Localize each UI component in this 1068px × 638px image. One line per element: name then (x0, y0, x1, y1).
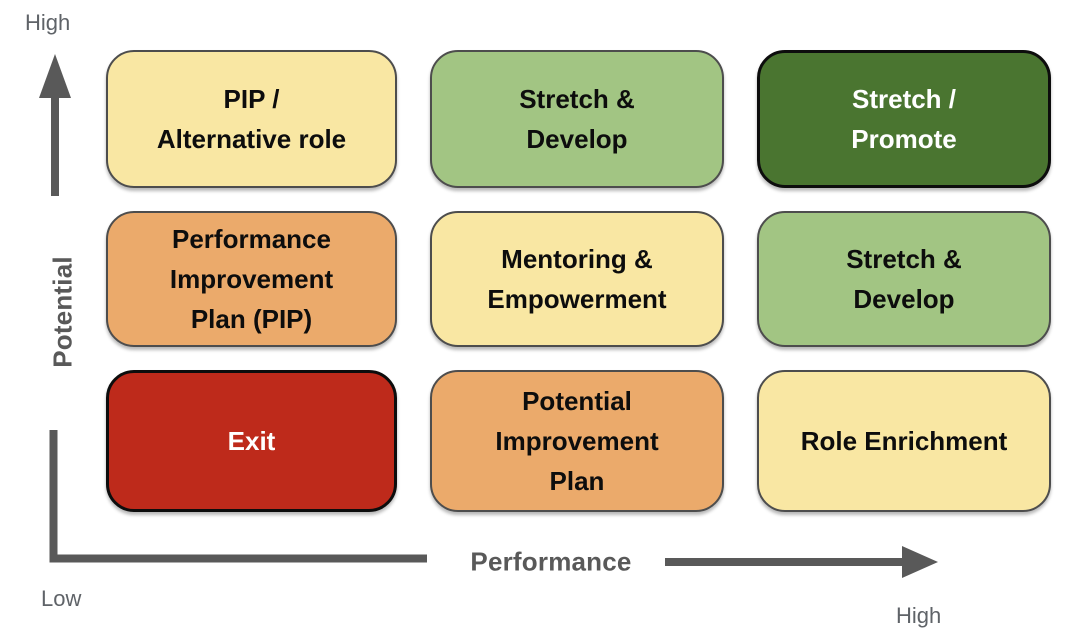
matrix-grid: PIP / Alternative role Stretch & Develop… (106, 50, 1051, 512)
y-axis-up-arrow-icon (39, 54, 71, 196)
cell-label: Role Enrichment (800, 425, 1008, 456)
cell-role-enrichment: Role Enrichment (757, 370, 1051, 512)
cell-label: Exit (227, 425, 276, 456)
cell-label: Mentoring & Empowerment (487, 243, 667, 314)
x-axis-high-label: High (896, 603, 942, 628)
cell-label: Potential Improvement Plan (495, 385, 659, 497)
x-axis-right-arrow-icon (665, 546, 938, 578)
cell-stretch-develop-top: Stretch & Develop (430, 50, 724, 188)
y-axis-high-label: High (25, 10, 71, 35)
x-axis-title: Performance (470, 546, 632, 577)
cell-pip-alternative-role: PIP / Alternative role (106, 50, 397, 188)
cell-label: Stretch / Promote (851, 83, 957, 154)
cell-label: Stretch & Develop (519, 83, 635, 154)
y-axis-title: Potential (47, 256, 78, 368)
cell-label: Performance Improvement Plan (PIP) (169, 223, 334, 335)
cell-performance-improvement-plan: Performance Improvement Plan (PIP) (106, 211, 397, 347)
cell-exit: Exit (106, 370, 397, 512)
cell-stretch-promote: Stretch / Promote (757, 50, 1051, 188)
cell-stretch-develop-middle: Stretch & Develop (757, 211, 1051, 347)
y-axis-low-label: Low (41, 586, 82, 611)
cell-potential-improvement-plan: Potential Improvement Plan (430, 370, 724, 512)
cell-label: Stretch & Develop (846, 243, 962, 314)
cell-mentoring-empowerment: Mentoring & Empowerment (430, 211, 724, 347)
cell-label: PIP / Alternative role (156, 83, 347, 154)
